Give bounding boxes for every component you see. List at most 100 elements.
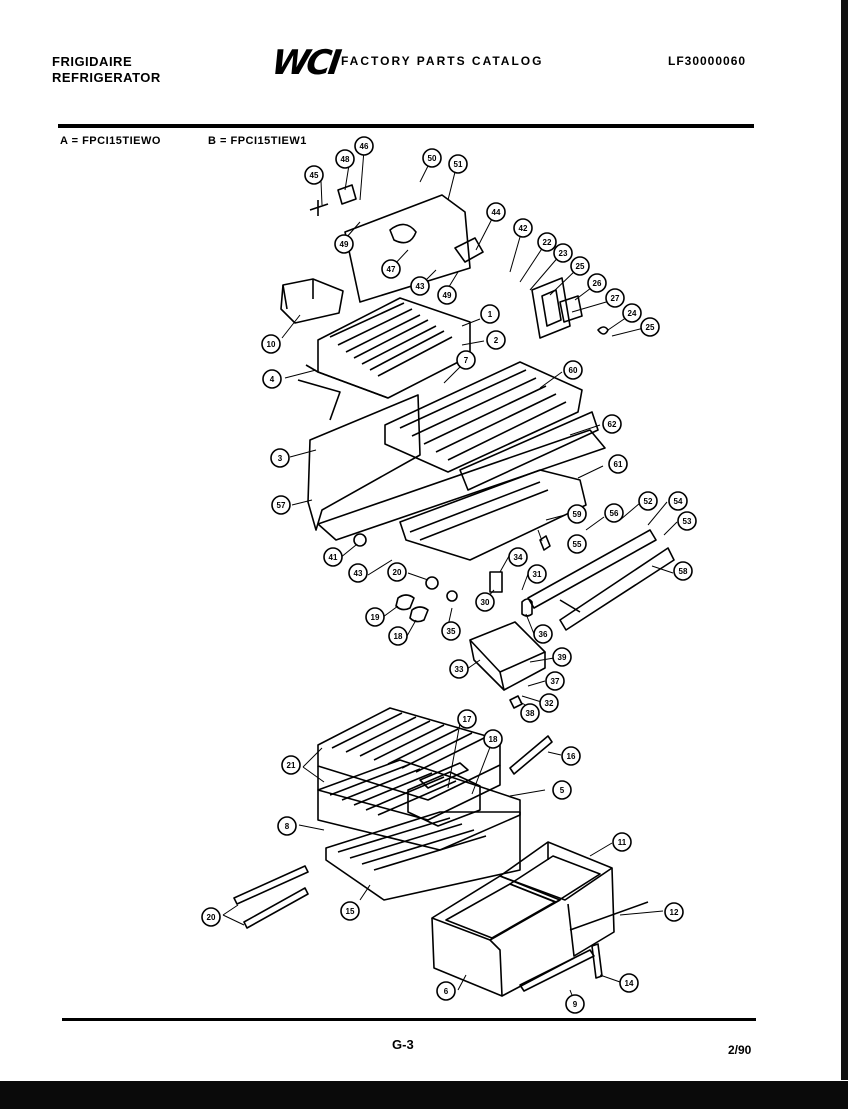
callout-label: 2: [494, 336, 499, 345]
callout-16: 16: [561, 746, 581, 766]
callout-label: 17: [463, 715, 472, 724]
callout-circle: [602, 414, 622, 434]
callout-circle: [539, 693, 559, 713]
leader-lines: [222, 149, 678, 1004]
callout-25: 25: [570, 256, 590, 276]
callout-33: 33: [449, 659, 469, 679]
callout-circle: [335, 149, 355, 169]
callout-label: 43: [354, 569, 363, 578]
callout-circle: [513, 218, 533, 238]
callout-25: 25: [640, 317, 660, 337]
callout-38: 38: [520, 703, 540, 723]
callout-circle: [483, 729, 503, 749]
callout-55: 55: [567, 534, 587, 554]
callout-label: 49: [340, 240, 349, 249]
callout-label: 7: [464, 356, 469, 365]
callout-label: 42: [519, 224, 528, 233]
callout-54: 54: [668, 491, 688, 511]
callout-label: 24: [628, 309, 637, 318]
callout-label: 48: [341, 155, 350, 164]
callout-label: 20: [393, 568, 402, 577]
callout-circle: [381, 259, 401, 279]
callout-43: 43: [348, 563, 368, 583]
evaporator-cover-part: [399, 469, 587, 561]
callout-circle: [605, 288, 625, 308]
callout-label: 62: [608, 420, 617, 429]
callout-18: 18: [483, 729, 503, 749]
callout-59: 59: [567, 504, 587, 524]
callout-label: 25: [576, 262, 585, 271]
callout-2: 2: [486, 330, 506, 350]
callout-label: 11: [618, 838, 627, 847]
callout-4: 4: [262, 369, 282, 389]
callout-label: 54: [674, 497, 683, 506]
callout-markers: 4548465051494743444942222325262724251012…: [201, 136, 697, 1014]
callout-15: 15: [340, 901, 360, 921]
callout-label: 16: [567, 752, 576, 761]
callout-42: 42: [513, 218, 533, 238]
callout-circle: [587, 273, 607, 293]
callout-label: 49: [443, 291, 452, 300]
callout-label: 56: [610, 509, 619, 518]
callout-62: 62: [602, 414, 622, 434]
callout-46: 46: [354, 136, 374, 156]
glide-rod-parts: [233, 735, 553, 929]
callout-circle: [664, 902, 684, 922]
callout-52: 52: [638, 491, 658, 511]
callout-circle: [354, 136, 374, 156]
callout-58: 58: [673, 561, 693, 581]
callout-label: 36: [539, 630, 548, 639]
callout-36: 36: [533, 624, 553, 644]
callout-circle: [486, 202, 506, 222]
callout-57: 57: [271, 495, 291, 515]
callout-6: 6: [436, 981, 456, 1001]
crisper-drawers-part: [431, 841, 649, 997]
callout-label: 60: [569, 366, 578, 375]
callout-circle: [638, 491, 658, 511]
callout-label: 8: [285, 822, 290, 831]
callout-circle: [480, 304, 500, 324]
callout-20: 20: [387, 562, 407, 582]
callout-circle: [565, 994, 585, 1014]
callout-circle: [608, 454, 628, 474]
callout-circle: [262, 369, 282, 389]
callout-circle: [448, 154, 468, 174]
callout-circle: [552, 647, 572, 667]
callout-label: 5: [560, 786, 565, 795]
callout-label: 15: [346, 907, 355, 916]
callout-label: 44: [492, 208, 501, 217]
callout-39: 39: [552, 647, 572, 667]
callout-circle: [486, 330, 506, 350]
callout-label: 57: [277, 501, 286, 510]
callout-circle: [437, 285, 457, 305]
damper-small-parts: [353, 533, 551, 623]
callout-18: 18: [388, 626, 408, 646]
callout-label: 27: [611, 294, 620, 303]
callout-label: 1: [488, 310, 493, 319]
callout-circle: [387, 562, 407, 582]
callout-22: 22: [537, 232, 557, 252]
callout-9: 9: [565, 994, 585, 1014]
callout-circle: [561, 746, 581, 766]
callout-label: 50: [428, 154, 437, 163]
catalog-code: LF30000060: [668, 54, 747, 68]
callout-circle: [563, 360, 583, 380]
callout-26: 26: [587, 273, 607, 293]
callout-51: 51: [448, 154, 468, 174]
callout-circle: [201, 907, 221, 927]
callout-circle: [508, 547, 528, 567]
callout-50: 50: [422, 148, 442, 168]
dairy-bin-part: [280, 278, 344, 324]
callout-label: 34: [514, 553, 523, 562]
callout-circle: [449, 659, 469, 679]
callout-circle: [537, 232, 557, 252]
callout-circle: [281, 755, 301, 775]
callout-label: 20: [207, 913, 216, 922]
callout-1: 1: [480, 304, 500, 324]
fresh-food-shelves-part: [317, 707, 521, 901]
callout-circle: [567, 504, 587, 524]
callout-3: 3: [270, 448, 290, 468]
callout-circle: [388, 626, 408, 646]
callout-circle: [270, 448, 290, 468]
callout-label: 12: [670, 908, 679, 917]
